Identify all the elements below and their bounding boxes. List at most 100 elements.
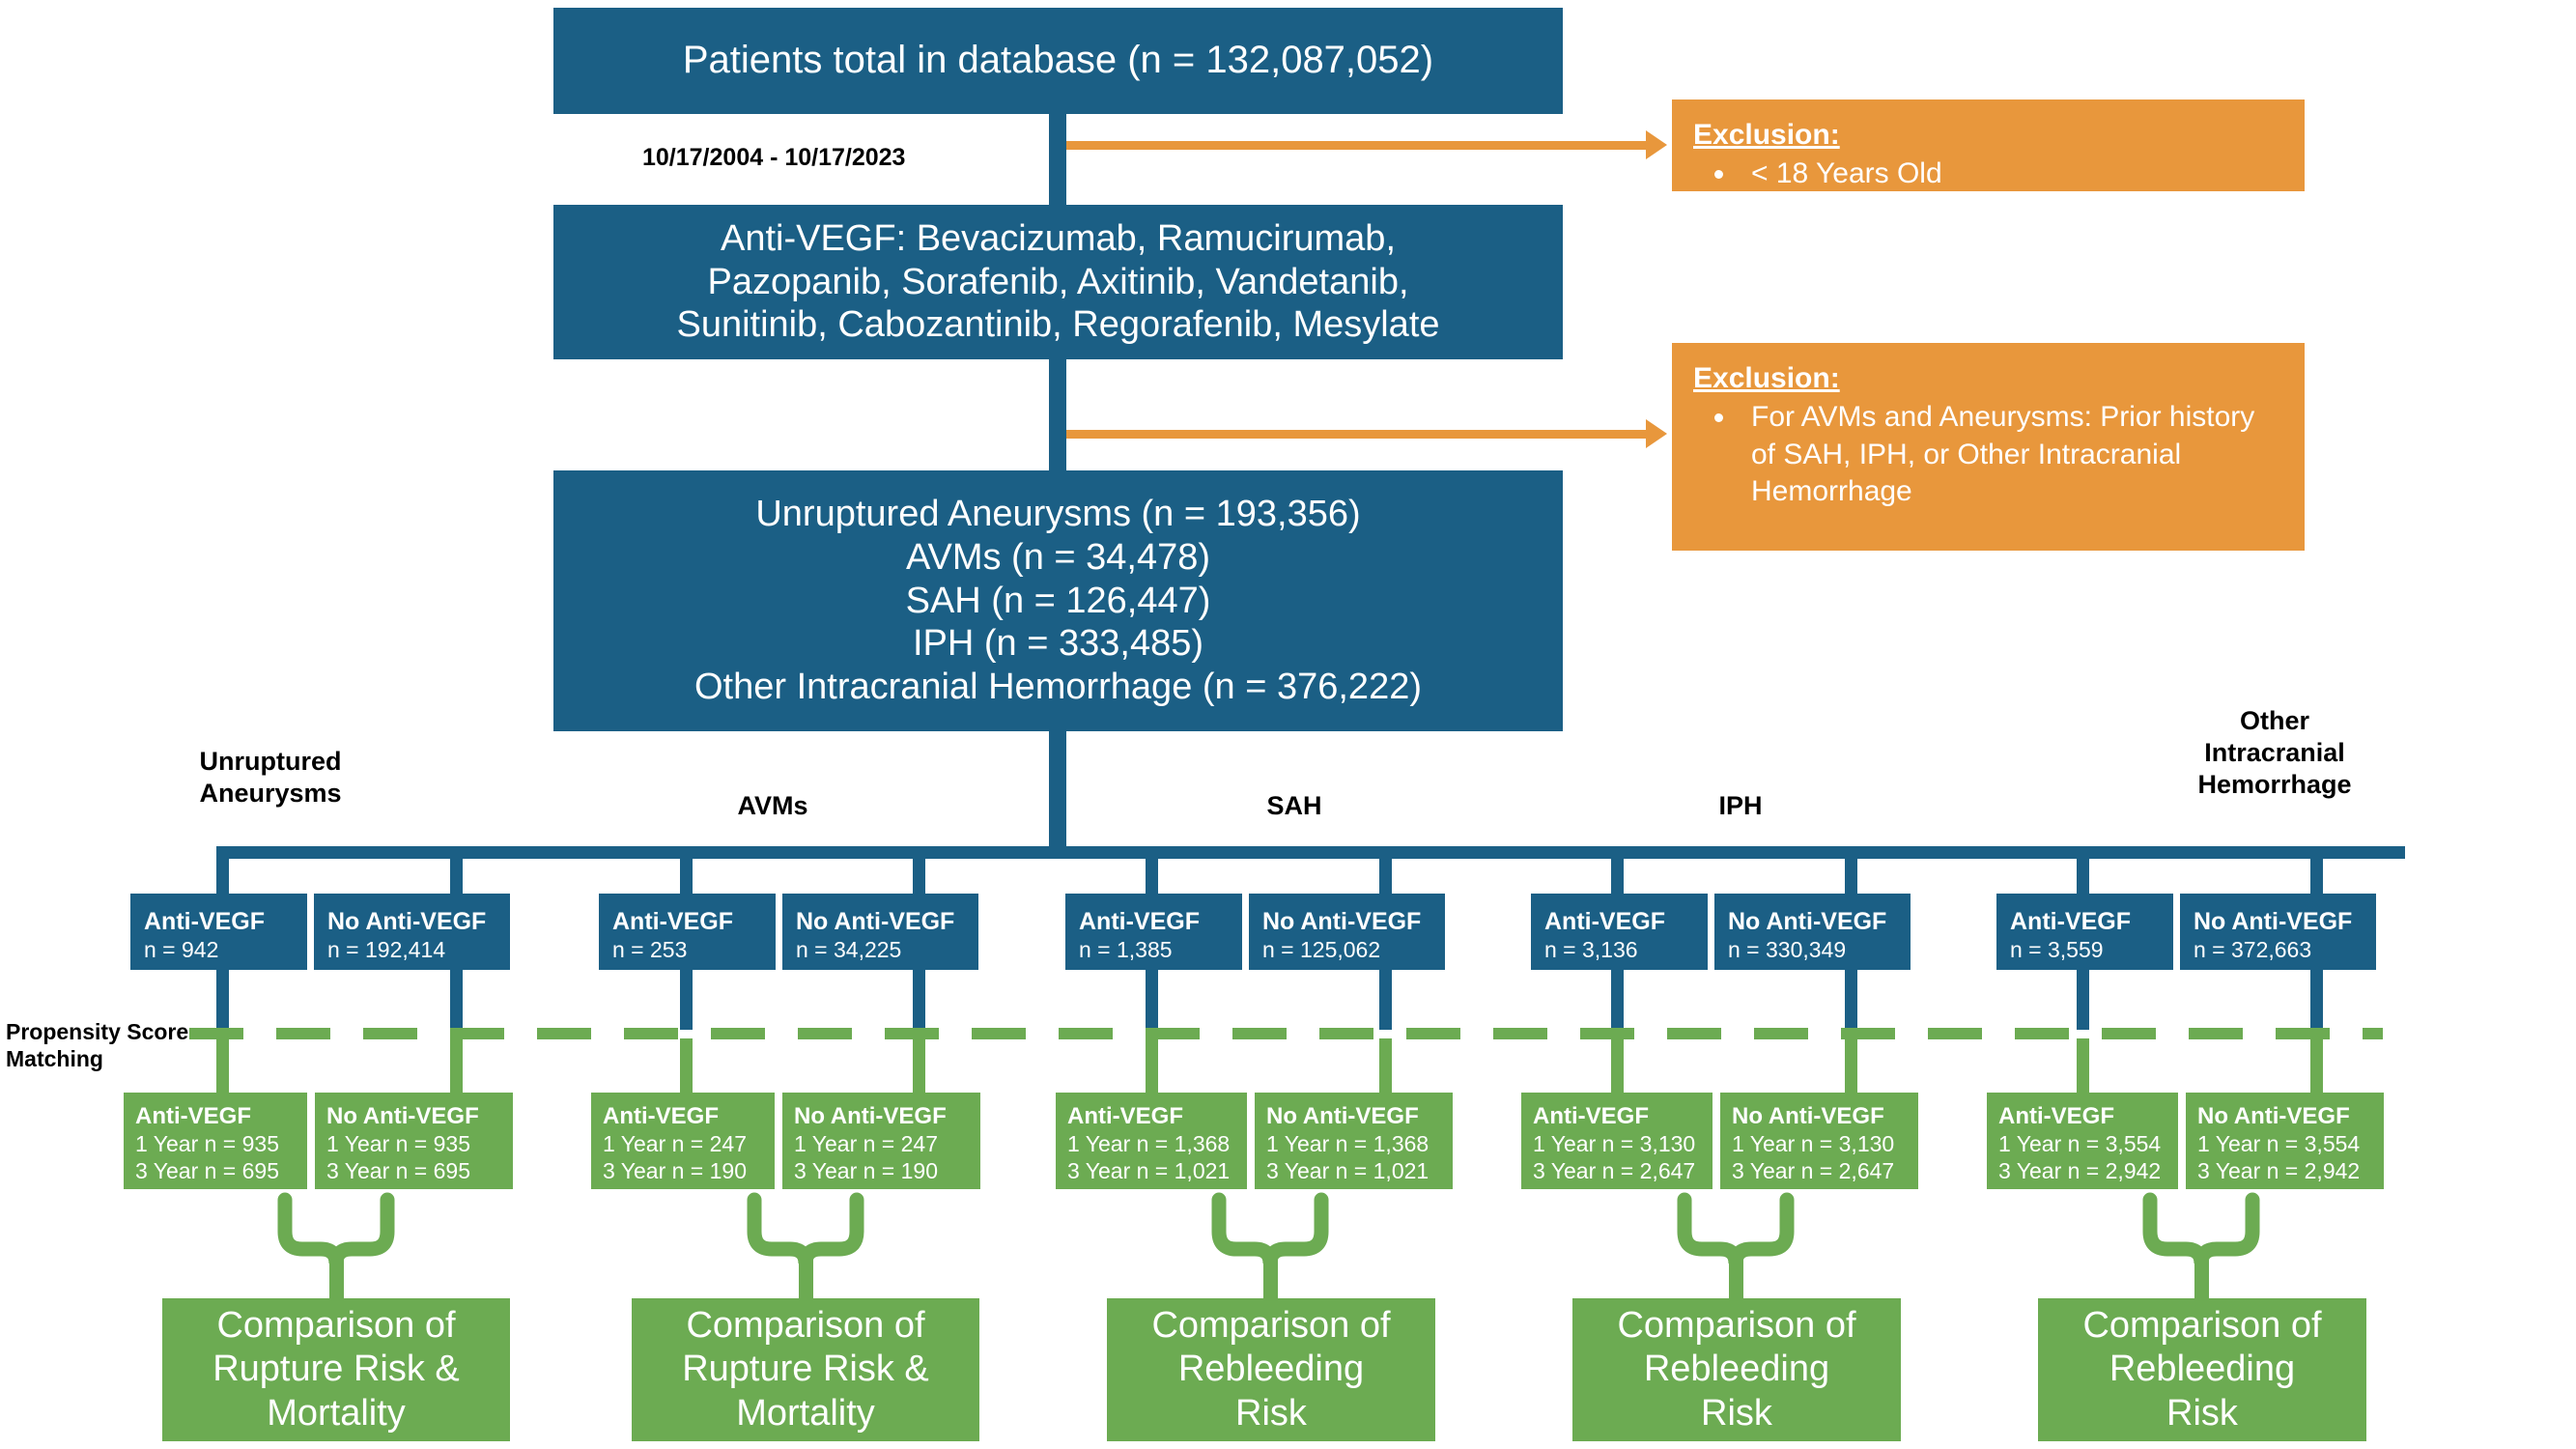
drop-connector-2: [680, 859, 693, 894]
drop-connector-1: [450, 859, 463, 894]
match-box-9-year3: 3 Year n = 2,942: [2197, 1158, 2361, 1184]
match-box-4-year3: 3 Year n = 1,021: [1067, 1158, 1231, 1184]
comparison-box-4: Comparison of Rebleeding Risk: [2038, 1298, 2366, 1441]
match-connector-9: [2310, 1038, 2323, 1094]
comparison-box-4-line-2: Risk: [2166, 1392, 2238, 1434]
stub-connector-0: [216, 970, 229, 1030]
category-label-3-line-0: IPH: [1718, 791, 1763, 820]
propensity-dash-segment: [624, 1028, 678, 1039]
split-box-9-n: n = 372,663: [2194, 937, 2312, 963]
propensity-dash-segment: [1059, 1028, 1113, 1039]
category-label-4-line-0: Other: [2239, 706, 2309, 735]
match-box-1-title: No Anti-VEGF: [326, 1102, 479, 1129]
drug-line-0: Anti-VEGF: Bevacizumab, Ramucirumab,: [720, 217, 1396, 259]
match-connector-4: [1146, 1038, 1158, 1094]
drop-connector-6: [1611, 859, 1624, 894]
comparison-box-3-line-2: Risk: [1701, 1392, 1772, 1434]
category-label-2-line-0: SAH: [1266, 791, 1322, 820]
bracket-3: [1677, 1192, 1795, 1264]
match-box-6-year1: 1 Year n = 3,130: [1533, 1131, 1696, 1157]
bracket-4: [2142, 1192, 2260, 1264]
bracket-stem-0: [329, 1256, 344, 1299]
match-box-7: No Anti-VEGF 1 Year n = 3,130 3 Year n =…: [1720, 1093, 1918, 1189]
exclusion-2-arrow-head: [1646, 419, 1667, 448]
bracket-0: [277, 1192, 395, 1264]
split-box-4-title: Anti-VEGF: [1079, 907, 1200, 935]
propensity-dash-segment: [1580, 1028, 1634, 1039]
exclusion-box-2: Exclusion: For AVMs and Aneurysms: Prior…: [1672, 343, 2305, 551]
match-box-7-year3: 3 Year n = 2,647: [1732, 1158, 1895, 1184]
propensity-dash-segment: [537, 1028, 591, 1039]
match-box-3: No Anti-VEGF 1 Year n = 247 3 Year n = 1…: [782, 1093, 980, 1189]
match-box-8-year1: 1 Year n = 3,554: [1998, 1131, 2162, 1157]
comparison-box-0-line-2: Mortality: [267, 1392, 406, 1434]
cohort-diagnoses-box: Unruptured Aneurysms (n = 193,356) AVMs …: [553, 470, 1563, 731]
drug-line-1: Pazopanib, Sorafenib, Axitinib, Vandetan…: [707, 261, 1409, 302]
propensity-dash-segment: [1667, 1028, 1721, 1039]
propensity-dash-segment: [1754, 1028, 1808, 1039]
propensity-dash-segment: [450, 1028, 504, 1039]
propensity-score-label-text: Propensity Score Matching: [6, 1019, 189, 1071]
split-box-5-n: n = 125,062: [1262, 937, 1381, 963]
propensity-dash-segment: [885, 1028, 939, 1039]
match-box-8-year3: 3 Year n = 2,942: [1998, 1158, 2162, 1184]
cohort-line-1: AVMs (n = 34,478): [905, 536, 1211, 578]
match-box-9-year1: 1 Year n = 3,554: [2197, 1131, 2361, 1157]
match-connector-2: [680, 1038, 693, 1094]
match-box-1-year3: 3 Year n = 695: [326, 1158, 471, 1184]
drop-connector-9: [2310, 859, 2323, 894]
drop-connector-5: [1379, 859, 1392, 894]
match-box-2-title: Anti-VEGF: [603, 1102, 719, 1129]
category-label-4: Other Intracranial Hemorrhage: [2164, 705, 2386, 801]
match-box-2: Anti-VEGF 1 Year n = 247 3 Year n = 190: [591, 1093, 775, 1189]
exclusion-1-title: Exclusion:: [1693, 119, 1840, 151]
propensity-dash-segment: [1841, 1028, 1895, 1039]
split-box-5-title: No Anti-VEGF: [1262, 907, 1422, 935]
category-label-1-line-0: AVMs: [737, 791, 808, 820]
drop-connector-0: [216, 859, 229, 894]
cohort-line-0: Unruptured Aneurysms (n = 193,356): [755, 493, 1361, 534]
match-box-7-year1: 1 Year n = 3,130: [1732, 1131, 1895, 1157]
comparison-box-0: Comparison of Rupture Risk & Mortality: [162, 1298, 510, 1441]
propensity-dash-segment: [189, 1028, 243, 1039]
connector-drugs-to-cohort: [1049, 359, 1066, 473]
exclusion-1-list: < 18 Years Old: [1693, 156, 2283, 192]
comparison-box-0-line-0: Comparison of: [216, 1304, 456, 1346]
drop-connector-3: [913, 859, 925, 894]
match-box-5: No Anti-VEGF 1 Year n = 1,368 3 Year n =…: [1255, 1093, 1453, 1189]
split-box-3: No Anti-VEGF n = 34,225: [782, 894, 978, 970]
match-connector-7: [1845, 1038, 1857, 1094]
split-box-0-n: n = 942: [144, 937, 219, 963]
comparison-box-3-line-1: Rebleeding: [1643, 1349, 1830, 1390]
propensity-dash-segment: [972, 1028, 1026, 1039]
match-box-6: Anti-VEGF 1 Year n = 3,130 3 Year n = 2,…: [1521, 1093, 1713, 1189]
bracket-stem-3: [1729, 1256, 1743, 1299]
anti-vegf-drugs-box: Anti-VEGF: Bevacizumab, Ramucirumab, Paz…: [553, 205, 1563, 359]
split-distribution-bar: [216, 846, 2405, 859]
match-connector-3: [913, 1038, 925, 1094]
total-patients-text: Patients total in database (n = 132,087,…: [682, 39, 1434, 82]
propensity-dash-segment: [711, 1028, 765, 1039]
split-box-4-n: n = 1,385: [1079, 937, 1173, 963]
propensity-dash-segment: [798, 1028, 852, 1039]
comparison-box-0-line-1: Rupture Risk &: [212, 1349, 460, 1390]
match-connector-5: [1379, 1038, 1392, 1094]
match-connector-6: [1611, 1038, 1624, 1094]
exclusion-2-item-0: For AVMs and Aneurysms: Prior history of…: [1738, 399, 2283, 510]
comparison-box-2-line-0: Comparison of: [1151, 1304, 1391, 1346]
match-box-2-year1: 1 Year n = 247: [603, 1131, 748, 1157]
comparison-box-1-line-0: Comparison of: [686, 1304, 925, 1346]
stub-connector-6: [1611, 970, 1624, 1030]
category-label-0-line-1: Aneurysms: [199, 778, 342, 808]
match-box-6-year3: 3 Year n = 2,647: [1533, 1158, 1696, 1184]
comparison-box-2-line-2: Risk: [1235, 1392, 1307, 1434]
drug-line-2: Sunitinib, Cabozantinib, Regorafenib, Me…: [676, 304, 1440, 346]
bracket-1: [747, 1192, 864, 1264]
propensity-dash-segment: [1928, 1028, 1982, 1039]
exclusion-1-item-0: < 18 Years Old: [1738, 156, 2283, 192]
match-box-3-title: No Anti-VEGF: [794, 1102, 947, 1129]
stub-connector-1: [450, 970, 463, 1030]
stub-connector-4: [1146, 970, 1158, 1030]
split-box-8-title: Anti-VEGF: [2010, 907, 2131, 935]
exclusion-box-1: Exclusion: < 18 Years Old: [1672, 99, 2305, 191]
